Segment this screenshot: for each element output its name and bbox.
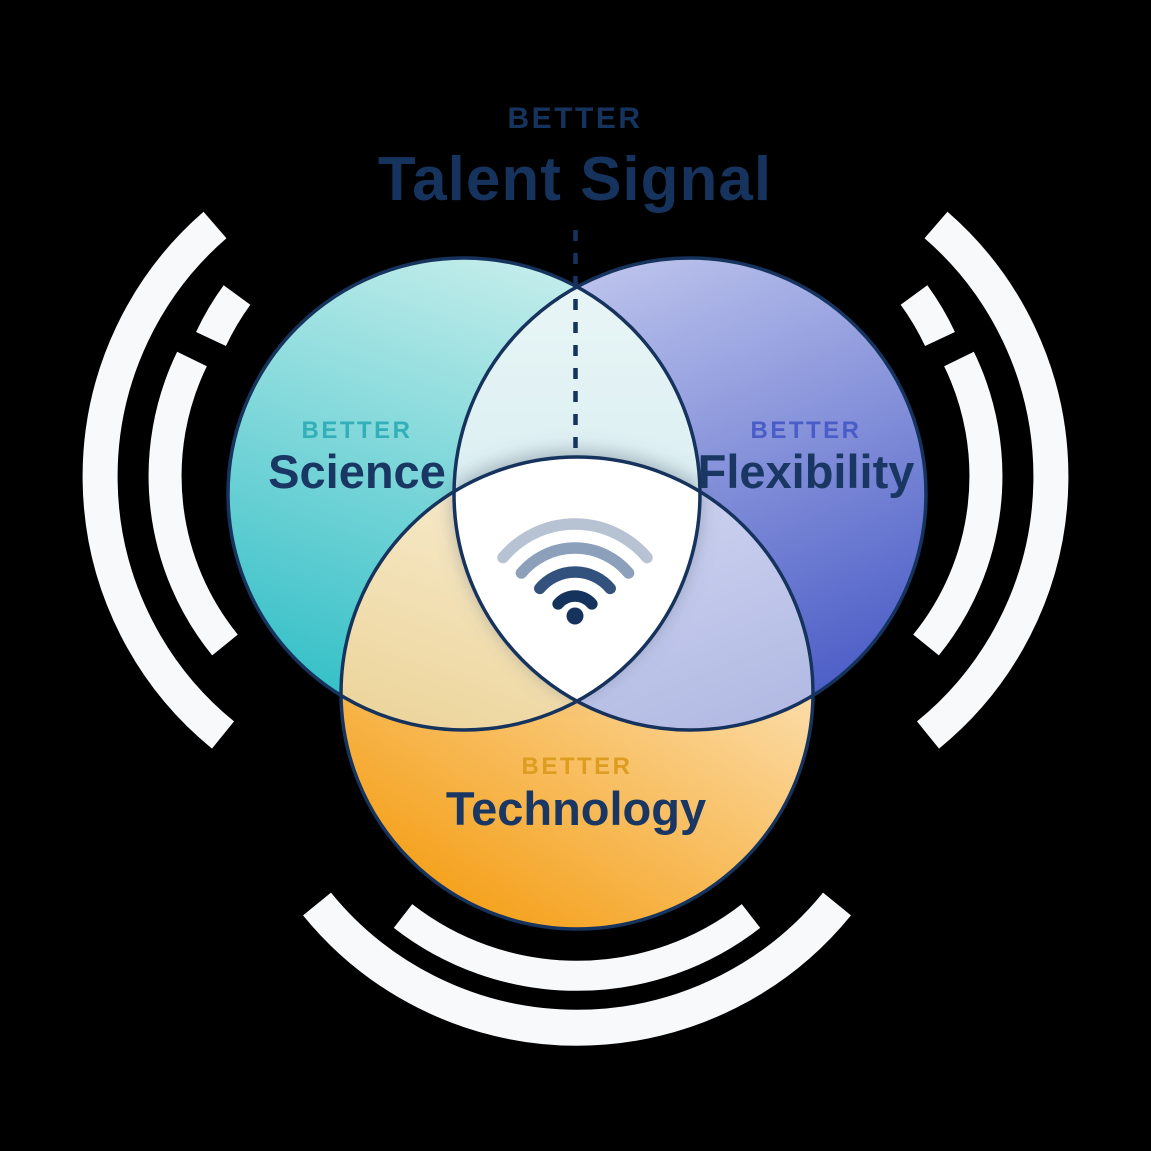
arc-right-inner-stub: [900, 285, 955, 347]
wifi-signal-icon: [497, 518, 653, 625]
page-title: Talent Signal: [378, 145, 772, 214]
wifi-arc-1: [497, 518, 653, 564]
wifi-dot: [566, 607, 584, 625]
arc-left-outer: [82, 211, 235, 749]
arc-bottom-inner: [393, 904, 761, 991]
title-eyebrow: BETTER: [508, 102, 643, 135]
wifi-arc-3: [534, 566, 616, 595]
arc-left-inner-main: [148, 351, 238, 656]
decorative-arcs: [82, 211, 1069, 1046]
science-label: Science: [268, 445, 446, 498]
flexibility-label: Flexibility: [698, 445, 915, 498]
wifi-arc-2: [515, 542, 635, 579]
arc-bottom-outer: [303, 892, 851, 1046]
technology-eyebrow: BETTER: [522, 753, 633, 780]
arc-right-outer: [916, 211, 1069, 749]
circle-outlines: [226, 256, 928, 931]
science-eyebrow: BETTER: [302, 417, 413, 444]
technology-label: Technology: [446, 782, 706, 835]
center-intersection: [453, 457, 701, 702]
wifi-arc-4: [552, 590, 598, 610]
arc-left-inner-stub: [196, 285, 251, 347]
flexibility-eyebrow: BETTER: [751, 417, 862, 444]
arc-right-inner-main: [913, 351, 1003, 656]
